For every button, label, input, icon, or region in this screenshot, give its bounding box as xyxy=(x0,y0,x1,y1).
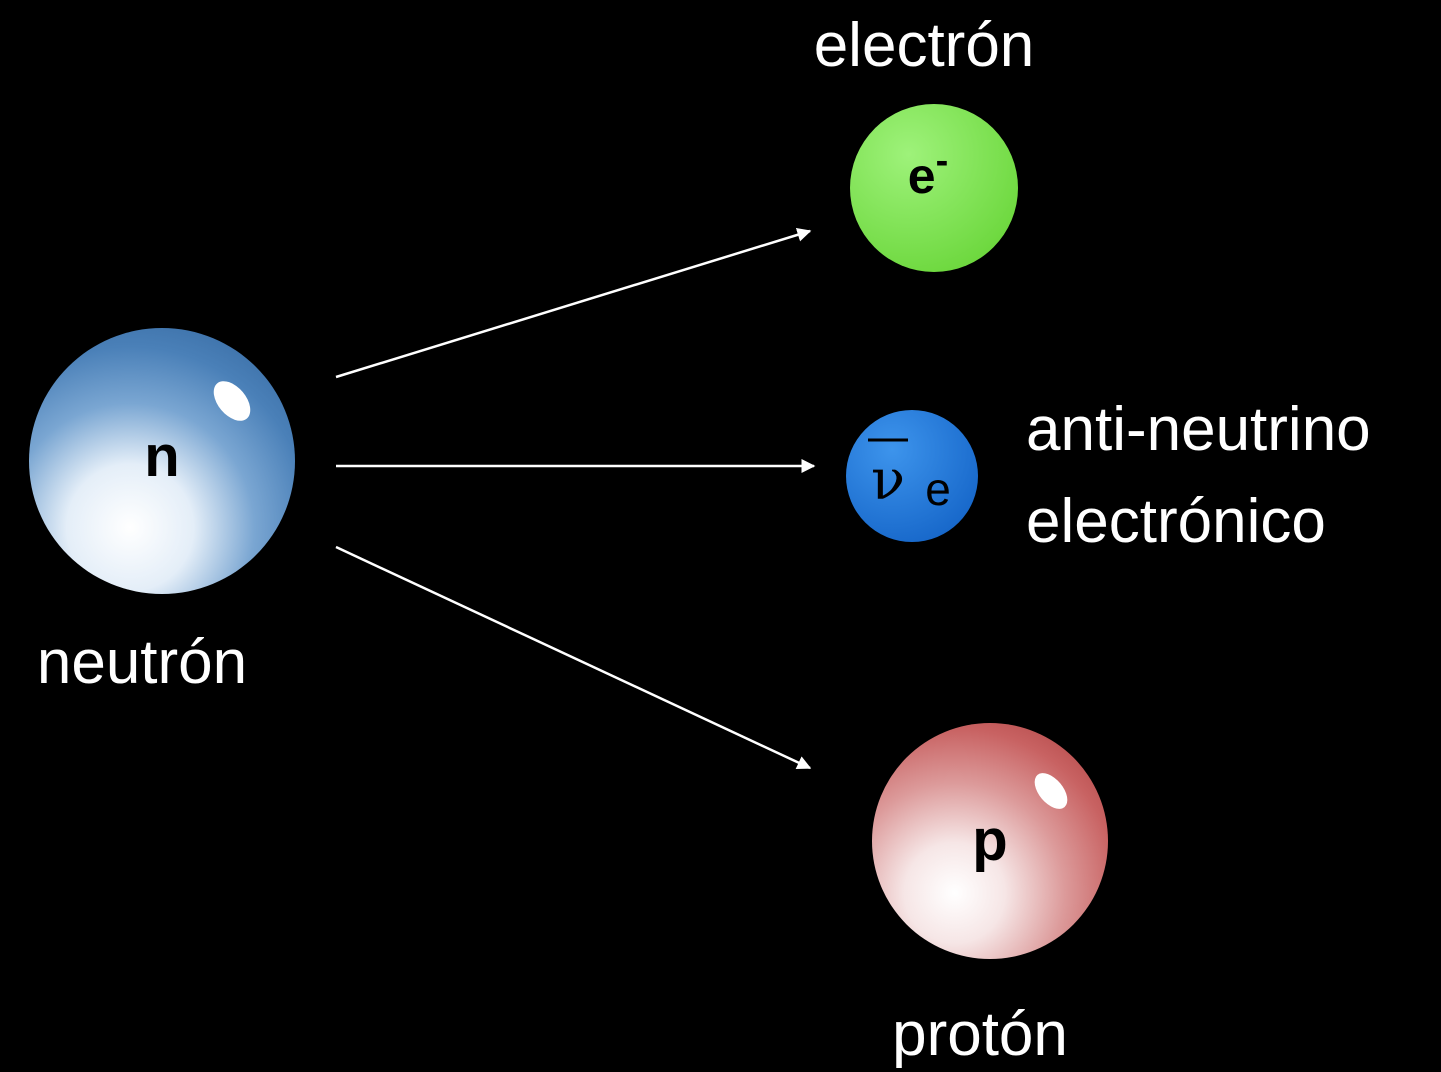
neutron-label: neutrón xyxy=(37,628,247,697)
proton-label: protón xyxy=(892,1000,1068,1069)
antineutrino-label-line2: electrónico xyxy=(1026,487,1326,556)
electron-symbol: e xyxy=(908,148,936,204)
proton-symbol: p xyxy=(972,808,1007,873)
antineutrino-subscript: e xyxy=(925,463,951,515)
electron-charge: - xyxy=(936,140,949,182)
neutron-symbol: n xyxy=(144,424,179,489)
proton-sphere: p xyxy=(872,723,1108,959)
electron-sphere: e- xyxy=(850,104,1018,272)
antineutrino-label-line1: anti-neutrino xyxy=(1026,395,1371,464)
electron-label: electrón xyxy=(814,11,1035,80)
antineutrino-symbol: ν xyxy=(871,448,905,513)
svg-text:e-: e- xyxy=(908,140,948,204)
arrow-to-electron xyxy=(335,228,812,379)
neutron-sphere: n xyxy=(29,328,295,594)
antineutrino-sphere: ν e xyxy=(846,410,978,542)
arrow-to-proton xyxy=(335,545,812,770)
